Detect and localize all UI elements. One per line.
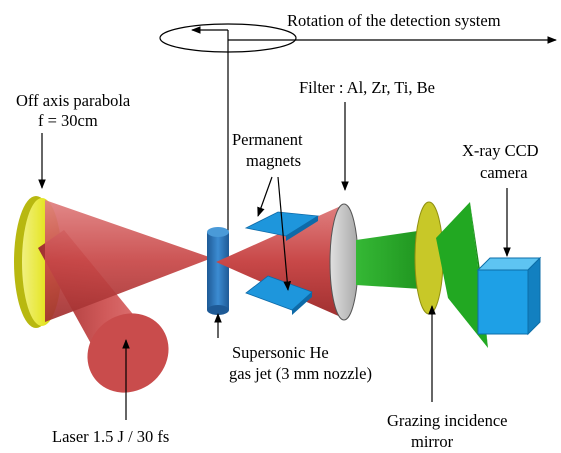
ccd-label-line1: X-ray CCD xyxy=(462,141,539,160)
laser-label: Laser 1.5 J / 30 fs xyxy=(52,427,169,446)
gas-jet-top xyxy=(207,227,229,237)
magnets-label-line1: Permanent xyxy=(232,130,303,149)
pointer-arrows xyxy=(38,102,511,420)
mirror-label-line1: Grazing incidence xyxy=(387,411,507,430)
magnet-upper-side xyxy=(286,216,318,241)
gas-jet-bottom xyxy=(207,305,229,315)
mirror-label-line2: mirror xyxy=(411,432,454,451)
rotation-indicator xyxy=(159,23,557,232)
rotation-label: Rotation of the detection system xyxy=(287,11,501,30)
ccd-front-face xyxy=(477,269,529,335)
gas-jet-label-line2: gas jet (3 mm nozzle) xyxy=(229,364,372,383)
gas-jet-nozzle xyxy=(207,227,229,315)
gas-jet-label-line1: Supersonic He xyxy=(232,343,329,362)
xray-reflected-fan xyxy=(436,202,488,348)
laser-cylinder-end xyxy=(87,313,169,393)
mirror-face xyxy=(414,201,444,315)
parabola-label-line1: Off axis parabola xyxy=(16,91,131,110)
arrow-magnet-lower xyxy=(277,176,292,291)
filter-disc xyxy=(329,203,359,321)
arrow-magnet-upper xyxy=(257,176,273,217)
magnets-label-line2: magnets xyxy=(246,151,301,170)
grazing-incidence-mirror xyxy=(414,201,444,315)
magnet-lower-side xyxy=(292,292,312,315)
xuv-diverging-cone xyxy=(216,205,354,318)
filter-face xyxy=(329,203,359,321)
gas-jet-body xyxy=(207,232,229,310)
ccd-label-line2: camera xyxy=(480,163,528,182)
ccd-side-face xyxy=(527,256,541,336)
parabola-label-line2: f = 30cm xyxy=(38,111,98,130)
labels: Rotation of the detection system Off axi… xyxy=(16,11,539,451)
filter-label: Filter : Al, Zr, Ti, Be xyxy=(299,78,435,97)
laser-focusing-cone xyxy=(45,200,212,322)
xray-ccd-camera xyxy=(476,256,542,336)
